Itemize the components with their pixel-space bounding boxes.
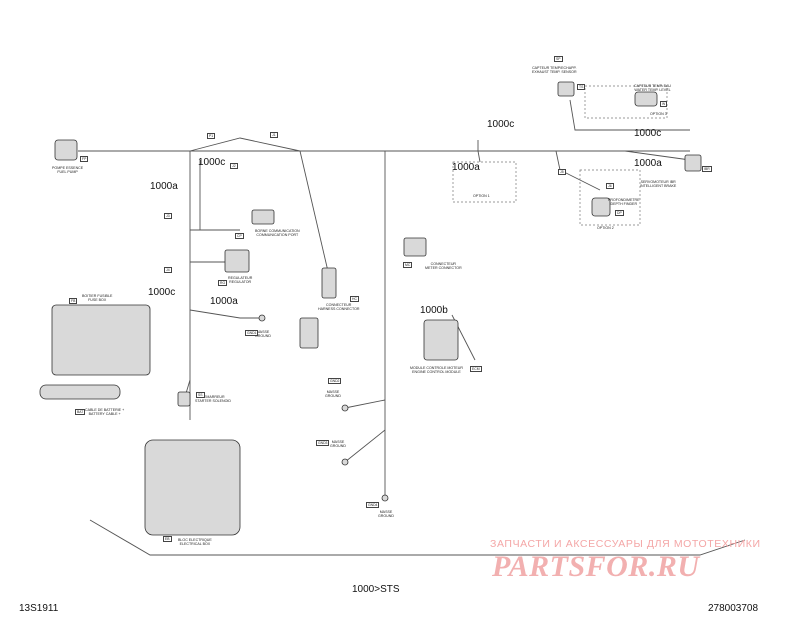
start-solenoid-icon xyxy=(177,391,191,407)
ground-terminal-3-icon xyxy=(381,494,389,502)
sensor-branch xyxy=(477,140,481,163)
tag-eb: EB xyxy=(163,536,172,542)
callout-1000c-b: 1000c xyxy=(148,287,176,298)
electrical-box-icon xyxy=(144,439,241,536)
tag-j5: J5 xyxy=(558,169,566,175)
tag-gnd1: GND1 xyxy=(245,330,259,336)
label-battery-cable: CABLE DE BATTERIE +BATTERY CABLE + xyxy=(85,408,125,417)
drawing-code: 13S1911 xyxy=(19,603,59,614)
tag-j4: J4 xyxy=(164,267,172,273)
ground-terminal-2-icon xyxy=(341,458,349,466)
temp-branch xyxy=(569,99,690,131)
watermark-tagline: ЗАПЧАСТИ И АКСЕССУАРЫ ДЛЯ МОТОТЕХНИКИ xyxy=(490,538,761,550)
callout-1000a-c: 1000a xyxy=(452,162,480,173)
tag-p1: P1 xyxy=(207,133,216,139)
tag-j1: J1 xyxy=(270,132,278,138)
tag-bat: BAT xyxy=(75,409,86,415)
watermark-logo: PARTSFOR.RU xyxy=(492,550,700,583)
meter-connector-icon xyxy=(403,237,427,257)
tag-fp: FP xyxy=(80,156,89,162)
tag-ibr: IBR xyxy=(702,166,712,172)
ibr-icon xyxy=(684,154,702,172)
option-frame-2 xyxy=(579,169,641,226)
callout-1000a-d: 1000a xyxy=(634,158,662,169)
ground-terminal-1-icon xyxy=(341,404,349,412)
depth-finder-icon xyxy=(591,197,611,217)
callout-1000a-a: 1000a xyxy=(150,181,178,192)
tag-j3: J3 xyxy=(164,213,172,219)
ground-terminal-4-icon xyxy=(258,314,266,322)
tag-fb: FB xyxy=(69,298,78,304)
part-number: 278003708 xyxy=(708,603,759,614)
tag-gnd3: GND3 xyxy=(316,440,330,446)
tag-gnd2: GND2 xyxy=(328,378,342,384)
model-range: 1000>STS xyxy=(352,584,400,595)
ibr-branch xyxy=(624,150,691,161)
harness-connector-icon xyxy=(321,267,337,299)
regulator-lead xyxy=(189,309,262,319)
exhaust-sensor-icon xyxy=(557,81,575,97)
left-feed xyxy=(190,160,240,263)
engine-module-icon xyxy=(423,319,459,361)
tag-cp: CP xyxy=(235,233,244,239)
regulator-icon xyxy=(224,249,250,273)
tag-ss: SS xyxy=(196,392,205,398)
tag-rg: RG xyxy=(218,280,228,286)
option-frame-1 xyxy=(452,161,517,203)
frame-line xyxy=(89,519,746,556)
label-option-1: OPTION 1 xyxy=(473,194,490,198)
tag-ecm: ECM xyxy=(470,366,482,372)
trunk-step xyxy=(189,137,301,152)
callout-1000a-b: 1000a xyxy=(210,296,238,307)
fuel-pump-icon xyxy=(54,139,78,161)
tag-dp: DP xyxy=(615,210,624,216)
fuse-box-icon xyxy=(51,304,151,376)
callout-1000c-a: 1000c xyxy=(198,157,226,168)
tag-j6: J6 xyxy=(606,183,614,189)
tag-w: W xyxy=(660,101,668,107)
label-option-2: OPTION 2 xyxy=(597,226,614,230)
callout-1000c-d: 1000c xyxy=(634,128,662,139)
comm-port-icon xyxy=(251,209,275,225)
tag-sp: SP xyxy=(554,56,563,62)
tag-ts: TS xyxy=(577,84,586,90)
battery-cable-icon xyxy=(39,384,121,400)
center-branch xyxy=(299,150,331,281)
ground-lead xyxy=(344,399,386,463)
tag-gnd4: GND4 xyxy=(366,502,380,508)
callout-1000c-c: 1000c xyxy=(487,119,515,130)
callout-1000b: 1000b xyxy=(420,305,448,316)
tag-hc: HC xyxy=(350,296,359,302)
tag-j2: J2 xyxy=(230,163,238,169)
water-temp-icon xyxy=(634,91,658,107)
label-exhaust-sensor: CAPTEUR TEMP/ECHAPP.EXHAUST TEMP. SENSOR xyxy=(532,66,577,75)
harness-connector-2-icon xyxy=(299,317,319,349)
label-option-3: OPTION 3 xyxy=(650,112,667,116)
tag-mc: MC xyxy=(403,262,413,268)
